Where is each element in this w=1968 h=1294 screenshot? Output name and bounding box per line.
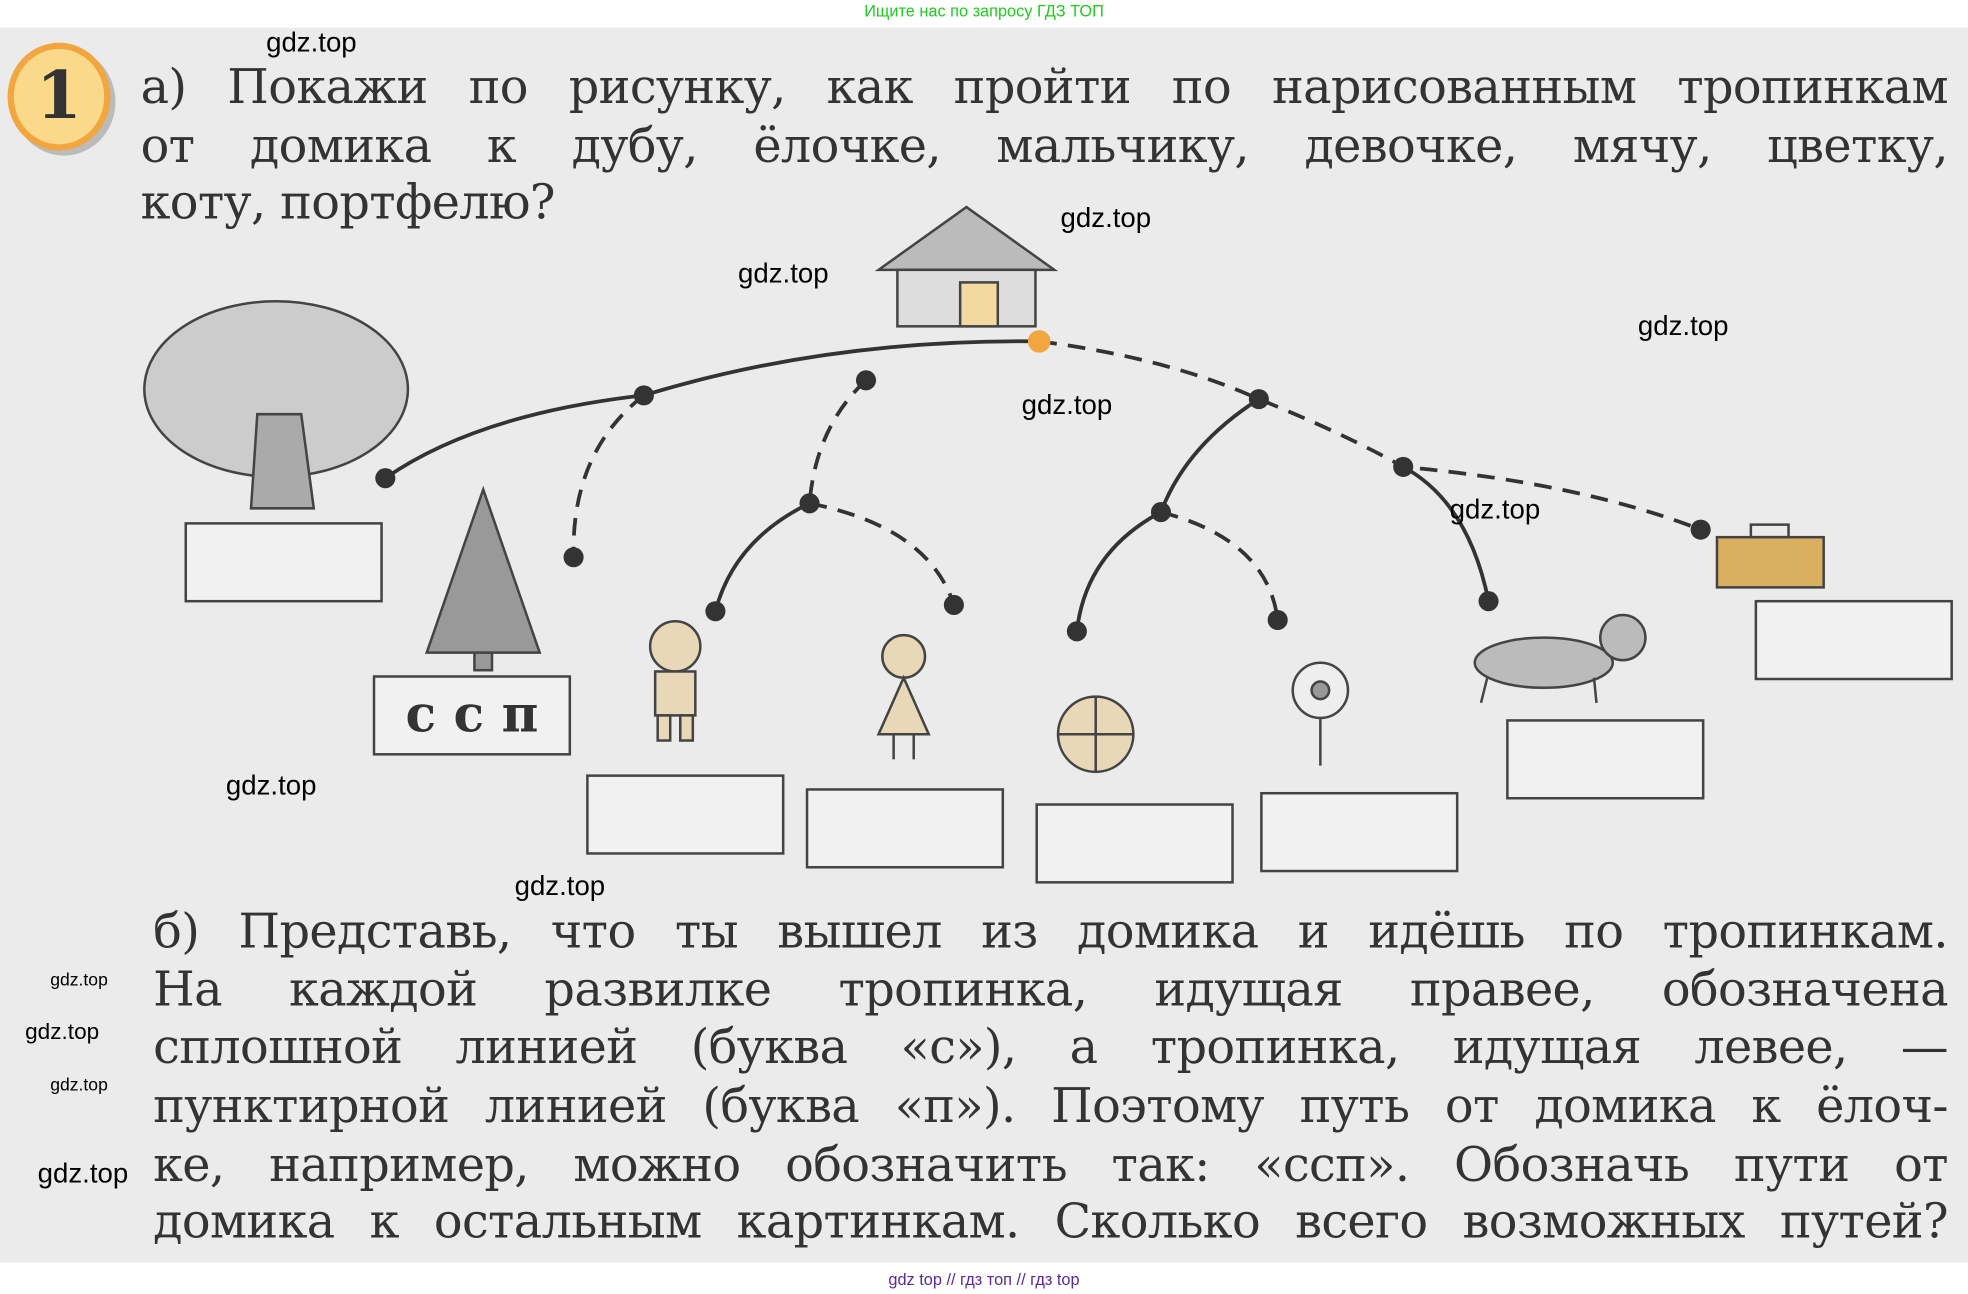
- end-node: [375, 468, 396, 489]
- part-b-line: На каждой развилке тропинка, идущая прав…: [153, 961, 1948, 1017]
- part-b-line: б) Представь, что ты вышел из домика и и…: [153, 903, 1948, 959]
- watermark: gdz.top: [1637, 310, 1729, 342]
- part-b-line: пунктирной линией (буква «п»). Поэтому п…: [153, 1078, 1948, 1134]
- end-node: [1267, 609, 1288, 631]
- fork-node: [1248, 389, 1269, 410]
- fork-node: [855, 370, 877, 391]
- watermark: gdz.top: [50, 1074, 108, 1095]
- end-node: [1478, 591, 1499, 612]
- path-to-girl: [809, 501, 956, 606]
- girl-icon: [876, 633, 931, 760]
- watermark: gdz.top: [1021, 389, 1113, 421]
- end-node: [1066, 621, 1087, 642]
- path-to-oak: [384, 393, 645, 480]
- part-a-line: коту, портфелю?: [140, 174, 556, 230]
- watermark: gdz.top: [37, 1157, 129, 1189]
- spruce-icon: [424, 485, 542, 672]
- watermark: gdz.top: [25, 1019, 100, 1045]
- part-b-line: сплошной линией (буква «с»), а тропинка,…: [153, 1019, 1948, 1075]
- ball-icon: [1056, 695, 1135, 774]
- path-to-cat: [1402, 465, 1491, 602]
- path-to-spruce: [571, 393, 646, 558]
- answer-box-briefcase[interactable]: [1754, 599, 1953, 681]
- answer-box-girl[interactable]: [805, 788, 1005, 869]
- top-banner[interactable]: Ищите нас по запросу ГДЗ ТОП: [864, 1, 1104, 21]
- fork-node: [799, 493, 820, 514]
- boy-icon: [648, 620, 702, 742]
- end-node: [563, 547, 584, 568]
- answer-box-flower[interactable]: [1260, 791, 1459, 873]
- answer-box-cat[interactable]: [1506, 719, 1705, 800]
- path-to-flower: [1160, 510, 1280, 621]
- cat-icon: [1473, 613, 1647, 704]
- path-1003-down: [1159, 397, 1260, 513]
- path-690-down: [807, 378, 868, 504]
- house-icon: [874, 205, 1059, 328]
- path-house-left: [643, 339, 1040, 398]
- oak-icon: [143, 299, 410, 510]
- flower-icon: [1291, 661, 1350, 766]
- path-house-right: [1038, 339, 1702, 532]
- answer-box-boy[interactable]: [586, 774, 785, 855]
- watermark: gdz.top: [1449, 493, 1541, 525]
- part-a-line: а) Покажи по рисунку, как пройти по нари…: [140, 58, 1949, 115]
- part-b-line: ке, например, можно обозначить так: «ссп…: [153, 1137, 1948, 1193]
- part-a-line: от домика к дубу, ёлочке, мальчику, дево…: [140, 117, 1949, 174]
- watermark: gdz.top: [266, 26, 357, 58]
- house-node: [1027, 330, 1051, 353]
- fork-node: [1150, 502, 1172, 523]
- path-to-boy: [713, 501, 811, 612]
- answer-box-spruce[interactable]: с с п: [372, 675, 572, 756]
- task-number-badge: 1: [7, 42, 111, 151]
- answer-box-oak[interactable]: [184, 522, 383, 603]
- watermark: gdz.top: [225, 769, 317, 801]
- watermark: gdz.top: [1060, 202, 1152, 234]
- footer-links[interactable]: gdz top // гдз топ // гдз top: [888, 1270, 1080, 1289]
- briefcase-icon: [1715, 523, 1825, 589]
- answer-box-ball[interactable]: [1035, 803, 1234, 884]
- end-node: [705, 601, 726, 622]
- end-node: [943, 594, 964, 615]
- watermark: gdz.top: [50, 968, 108, 990]
- fork-node: [633, 385, 654, 406]
- path-to-ball: [1075, 510, 1162, 632]
- fork-node: [1393, 456, 1414, 477]
- watermark: gdz.top: [514, 869, 606, 902]
- part-b-line: домика к остальным картинкам. Сколько вс…: [153, 1193, 1948, 1249]
- end-node: [1690, 519, 1711, 540]
- watermark: gdz.top: [737, 257, 829, 289]
